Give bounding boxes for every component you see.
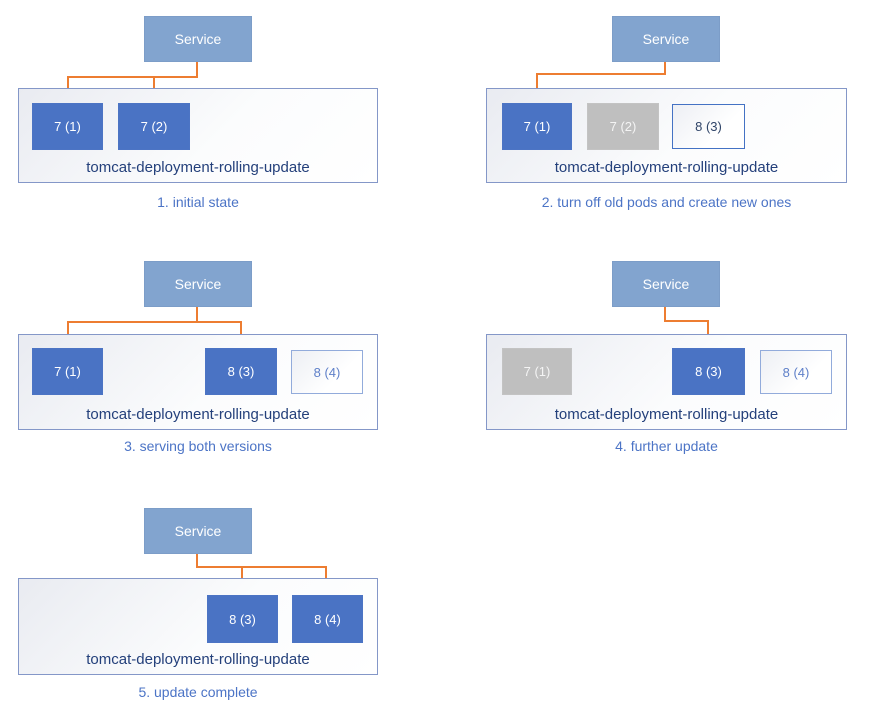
- service-label: Service: [174, 276, 222, 292]
- pod-box: 7 (2): [118, 103, 190, 150]
- step-caption: 3. serving both versions: [124, 438, 272, 454]
- pod-label: 8 (3): [695, 119, 722, 134]
- service-box: Service: [144, 508, 252, 554]
- arrow-line: [196, 554, 198, 568]
- arrow-line: [241, 566, 243, 586]
- service-box: Service: [612, 261, 720, 307]
- pod-box: 8 (4): [291, 350, 363, 394]
- pod-box: 7 (1): [502, 103, 572, 150]
- pod-label: 8 (3): [695, 364, 722, 379]
- deployment-label: tomcat-deployment-rolling-update: [86, 159, 310, 176]
- step-caption: 5. update complete: [138, 684, 258, 700]
- pod-box: 8 (3): [207, 595, 278, 643]
- arrow-line: [707, 320, 709, 338]
- service-label: Service: [642, 31, 690, 47]
- step-caption: 1. initial state: [157, 194, 239, 210]
- arrow-line: [325, 566, 327, 586]
- arrow-line: [196, 307, 198, 323]
- arrow-line: [196, 566, 327, 568]
- step-caption: 4. further update: [615, 438, 718, 454]
- arrow-line: [153, 76, 155, 93]
- arrow-line: [196, 62, 198, 77]
- arrow-line: [67, 321, 242, 323]
- pod-box: 7 (2): [587, 103, 659, 150]
- deployment-label: tomcat-deployment-rolling-update: [86, 651, 310, 668]
- arrow-line: [664, 62, 666, 75]
- pod-box: 7 (1): [32, 103, 103, 150]
- service-label: Service: [174, 523, 222, 539]
- pod-box: 8 (4): [760, 350, 832, 394]
- pod-label: 7 (1): [523, 119, 551, 134]
- deployment-label: tomcat-deployment-rolling-update: [86, 406, 310, 423]
- pod-label: 8 (4): [782, 364, 810, 380]
- arrow-line: [240, 321, 242, 338]
- arrow-line: [67, 76, 69, 93]
- arrow-line: [664, 320, 709, 322]
- step-caption: 2. turn off old pods and create new ones: [541, 194, 792, 210]
- pod-box: 7 (1): [32, 348, 103, 395]
- pod-label: 7 (2): [140, 119, 168, 134]
- pod-label: 8 (3): [227, 364, 255, 379]
- pod-label: 8 (4): [313, 364, 341, 380]
- arrow-line: [664, 307, 666, 322]
- service-box: Service: [144, 16, 252, 62]
- pod-label: 7 (1): [54, 364, 81, 379]
- arrow-line: [67, 76, 198, 78]
- arrow-line: [67, 321, 69, 338]
- service-label: Service: [642, 276, 690, 292]
- service-box: Service: [144, 261, 252, 307]
- pod-label: 8 (4): [314, 611, 341, 627]
- pod-box: 8 (3): [205, 348, 277, 395]
- pod-box: 8 (3): [672, 104, 745, 149]
- service-label: Service: [174, 31, 222, 47]
- arrow-line: [536, 73, 538, 91]
- pod-box: 8 (3): [672, 348, 745, 395]
- pod-label: 8 (3): [229, 611, 256, 627]
- pod-label: 7 (1): [523, 364, 551, 379]
- deployment-label: tomcat-deployment-rolling-update: [554, 406, 779, 423]
- deployment-label: tomcat-deployment-rolling-update: [554, 159, 779, 176]
- arrow-line: [536, 73, 666, 75]
- service-box: Service: [612, 16, 720, 62]
- pod-label: 7 (1): [54, 119, 81, 134]
- pod-box: 7 (1): [502, 348, 572, 395]
- pod-label: 7 (2): [609, 119, 637, 134]
- pod-box: 8 (4): [292, 595, 363, 643]
